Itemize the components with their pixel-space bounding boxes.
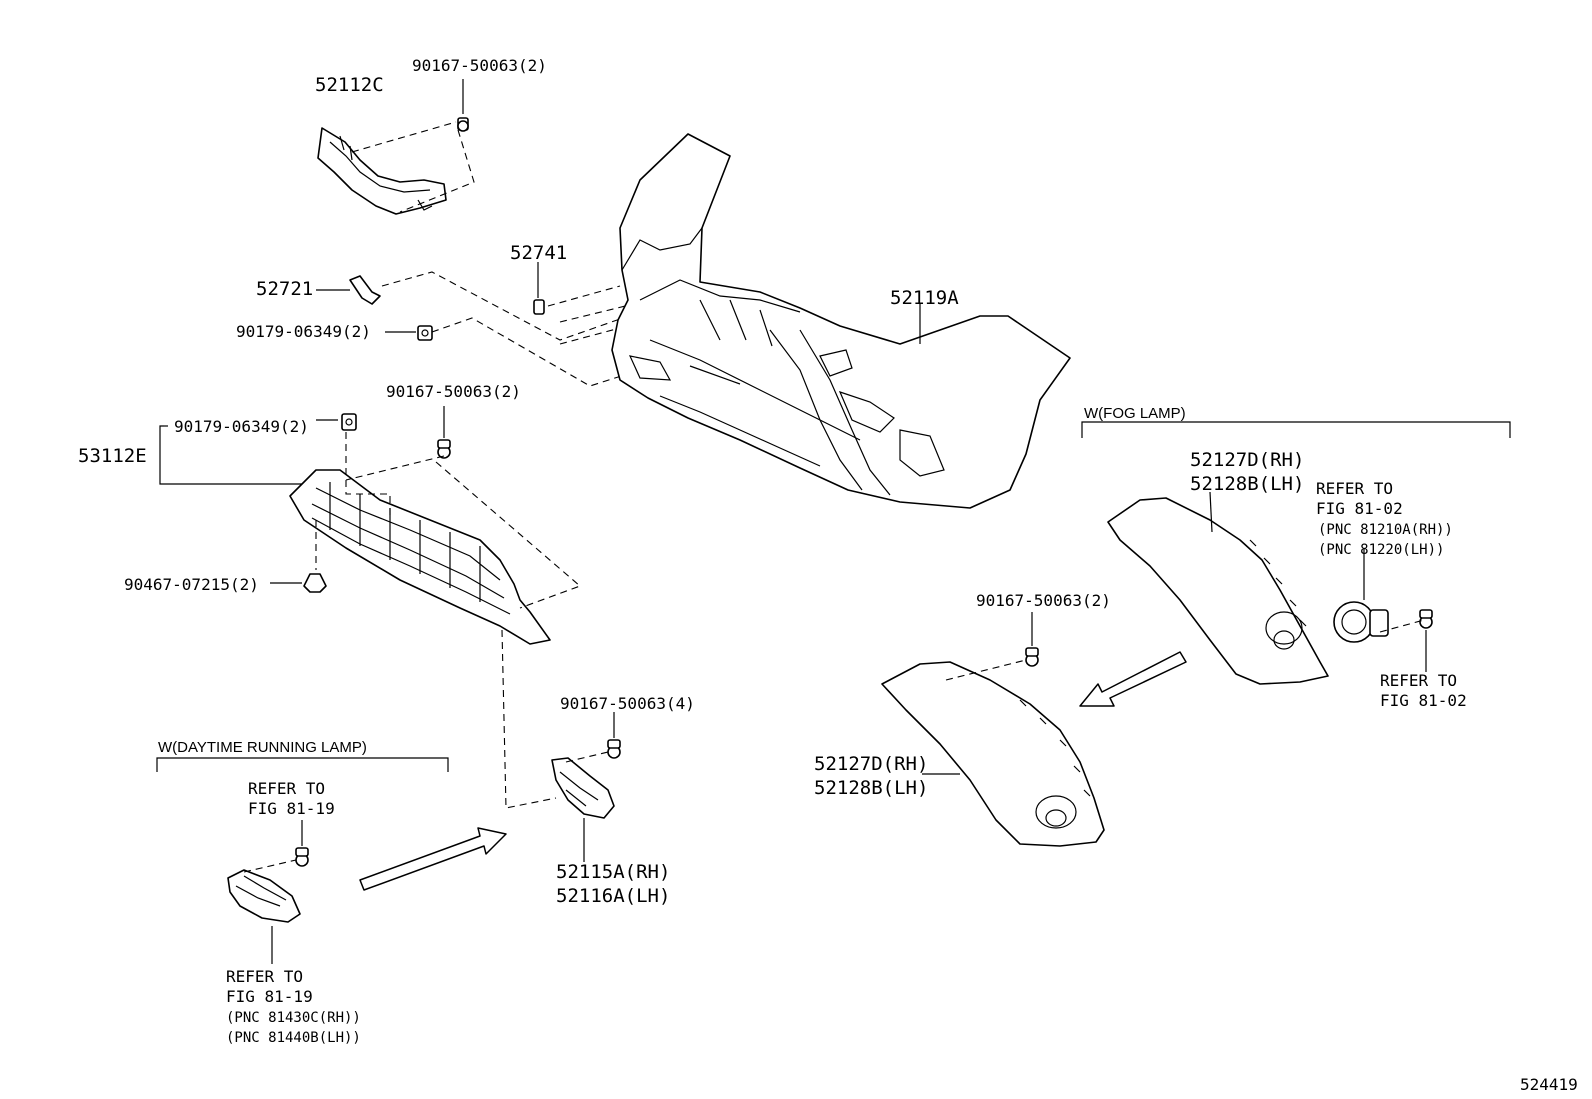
label-90179-a: 90179-06349(2) (236, 322, 371, 341)
clip-90467[interactable] (303, 573, 327, 593)
label-bracket-lh: 52116A(LH) (556, 885, 670, 907)
clip-90179-a[interactable] (417, 325, 433, 341)
bolt-icon (607, 739, 621, 759)
bracket-52115A[interactable] (551, 757, 615, 819)
label-drl-ref1-b: FIG 81-19 (248, 799, 335, 818)
drl-lamp-icon[interactable] (227, 869, 301, 923)
bolt-icon (295, 847, 309, 867)
label-fog-lh: 52128B(LH) (1190, 473, 1304, 495)
label-fog-ref1-a: REFER TO (1316, 479, 1393, 498)
drl-bracket-line (156, 757, 449, 772)
figure-id: 524419 (1520, 1075, 1578, 1094)
label-drl-ref1-a: REFER TO (248, 779, 325, 798)
label-90467: 90467-07215(2) (124, 575, 259, 594)
part-52112C[interactable] (317, 127, 447, 215)
label-drl-ref2-a: REFER TO (226, 967, 303, 986)
clip-52721[interactable] (349, 275, 381, 305)
fog-bracket-line (1081, 421, 1511, 438)
label-fog-ref1-b: FIG 81-02 (1316, 499, 1403, 518)
clip-52741[interactable] (533, 299, 545, 315)
label-drl-pnc-rh: (PNC 81430C(RH)) (226, 1010, 361, 1026)
label-cover-rh: 52127D(RH) (814, 753, 928, 775)
bolt-icon (1025, 647, 1039, 667)
bolt-icon (1419, 609, 1433, 629)
label-90167-br: 90167-50063(4) (560, 694, 695, 713)
label-fog-ref2-b: FIG 81-02 (1380, 691, 1467, 710)
label-90179-b: 90179-06349(2) (174, 417, 309, 436)
fog-lamp-icon[interactable] (1333, 601, 1389, 643)
fog-cover-lower[interactable] (881, 661, 1105, 847)
label-bracket-rh: 52115A(RH) (556, 861, 670, 883)
label-fog-pnc-rh: (PNC 81210A(RH)) (1318, 522, 1453, 538)
label-52119A: 52119A (890, 287, 959, 309)
bolt-icon (457, 117, 469, 132)
fog-cover-52127D[interactable] (1107, 497, 1329, 685)
label-90167-right: 90167-50063(2) (976, 591, 1111, 610)
label-fog-pnc-lh: (PNC 81220(LH)) (1318, 542, 1444, 558)
label-90167-mid: 90167-50063(2) (386, 382, 521, 401)
label-52721: 52721 (256, 278, 313, 300)
bumper-cover-52119A[interactable] (611, 133, 1071, 509)
direction-arrow-icon (359, 827, 507, 891)
label-drl-ref2-b: FIG 81-19 (226, 987, 313, 1006)
direction-arrow-icon (1079, 651, 1187, 707)
label-52112C: 52112C (315, 74, 384, 96)
label-90167-top: 90167-50063(2) (412, 56, 547, 75)
label-cover-lh: 52128B(LH) (814, 777, 928, 799)
label-drl-pnc-lh: (PNC 81440B(LH)) (226, 1030, 361, 1046)
label-fog-ref2-a: REFER TO (1380, 671, 1457, 690)
clip-90179-b[interactable] (341, 413, 357, 431)
lower-grille-53112E[interactable] (289, 469, 551, 645)
label-fog-rh: 52127D(RH) (1190, 449, 1304, 471)
label-52741: 52741 (510, 242, 567, 264)
label-drl-header: W(DAYTIME RUNNING LAMP) (158, 739, 367, 756)
label-fog-header: W(FOG LAMP) (1084, 405, 1186, 422)
label-53112E: 53112E (78, 445, 147, 467)
bolt-icon (437, 439, 451, 459)
